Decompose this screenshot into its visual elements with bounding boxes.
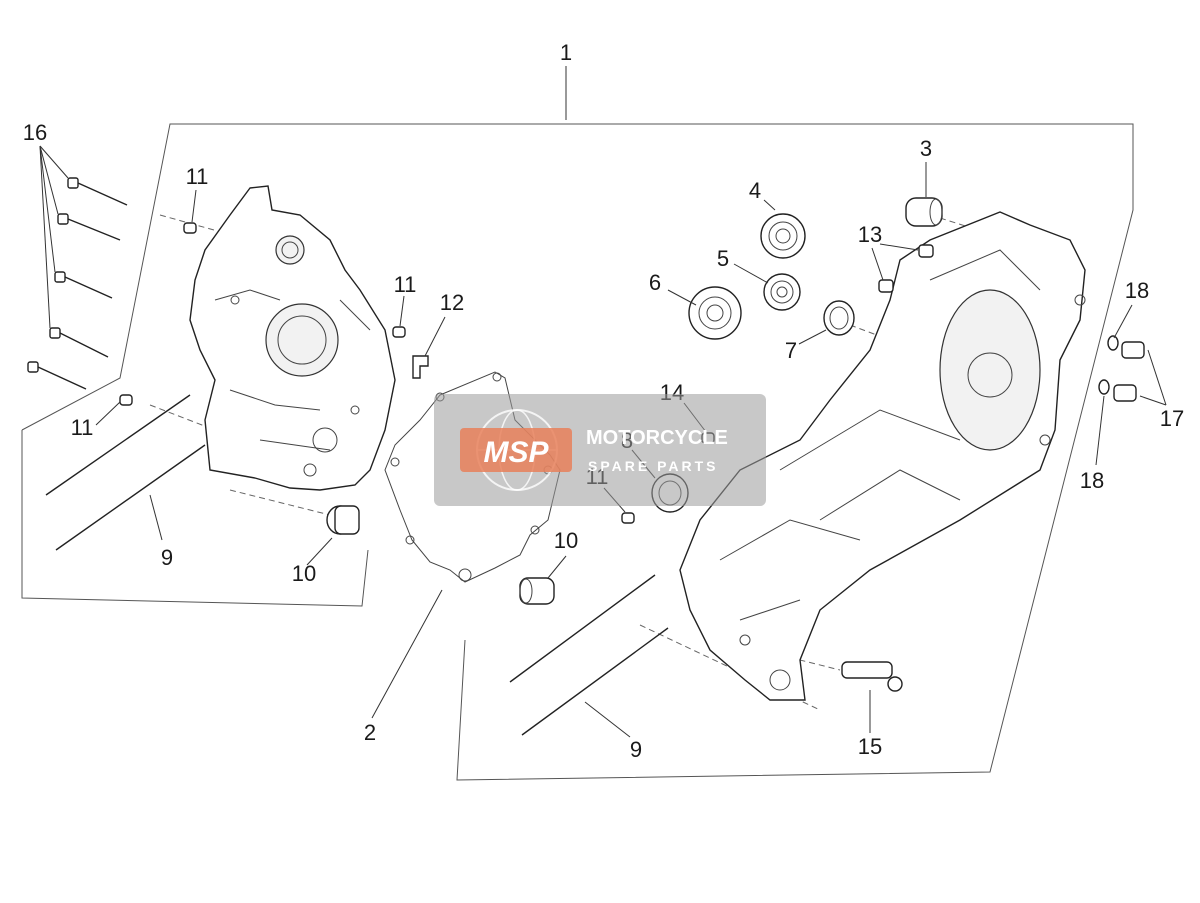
shaft-15 (841, 661, 903, 692)
callout-11-top-left: 11 (186, 164, 209, 189)
callout-2: 2 (364, 720, 376, 745)
watermark-logo-text: MSP (483, 436, 549, 469)
bolt (27, 361, 87, 390)
bolt-group-16 (27, 177, 128, 390)
callout-12: 12 (440, 290, 464, 315)
bushing-10-left (326, 505, 360, 535)
plugs-17 (1113, 341, 1145, 402)
right-crankcase-half (679, 211, 1086, 701)
watermark: MSP MOTORCYCLE SPARE PARTS (434, 394, 766, 506)
bearing-6 (688, 286, 742, 340)
fitting-12 (412, 355, 429, 379)
callout-16: 16 (23, 120, 47, 145)
bearing-4 (760, 213, 806, 259)
callout-11-middle: 11 (394, 272, 417, 297)
callout-4: 4 (749, 178, 761, 203)
callout-18-top: 18 (1125, 278, 1149, 303)
bushing-3 (905, 197, 943, 227)
bearing-5 (763, 273, 801, 311)
dowels-13 (878, 244, 934, 293)
callout-10-left: 10 (292, 561, 316, 586)
dowel-pins-11 (119, 222, 635, 524)
callout-3: 3 (920, 136, 932, 161)
callout-17: 17 (1160, 406, 1184, 431)
oil-seal-7 (823, 300, 855, 336)
bolt (49, 327, 109, 358)
callout-1: 1 (560, 40, 572, 65)
callout-15: 15 (858, 734, 882, 759)
watermark-logo (460, 428, 572, 472)
watermark-line1: MOTORCYCLE (586, 427, 728, 449)
washers-18 (1098, 335, 1119, 395)
stud-rods (45, 394, 669, 736)
callout-9-left: 9 (161, 545, 173, 570)
callout-5: 5 (717, 246, 729, 271)
callout-10-right: 10 (554, 528, 578, 553)
watermark-line2: SPARE PARTS (588, 458, 719, 474)
bushing-10-right (519, 577, 555, 605)
callout-11-left: 11 (71, 415, 94, 440)
bolt (67, 177, 128, 206)
bolt (57, 213, 121, 241)
callout-7: 7 (785, 338, 797, 363)
callout-labels: 1 2 3 4 5 6 7 8 9 9 10 10 11 11 11 11 12… (23, 40, 1184, 762)
left-crankcase-half (189, 185, 396, 491)
callout-13: 13 (858, 222, 882, 247)
callout-18-bottom: 18 (1080, 468, 1104, 493)
assembly-outline (21, 123, 1134, 781)
callout-9-right: 9 (630, 737, 642, 762)
bolt (54, 271, 113, 299)
callout-6: 6 (649, 270, 661, 295)
